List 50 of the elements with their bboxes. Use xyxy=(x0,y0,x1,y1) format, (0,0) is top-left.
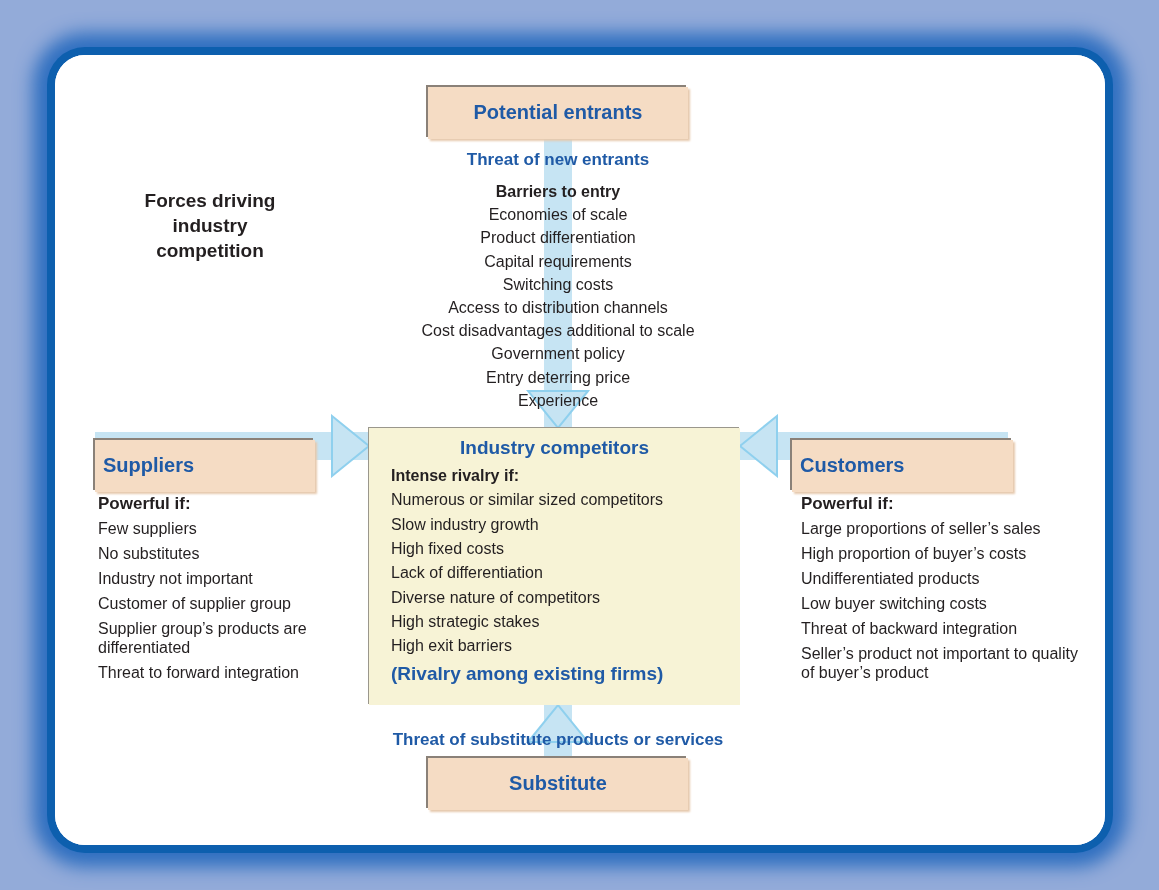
list-item: Numerous or similar sized competitors xyxy=(391,490,664,510)
list-item: Slow industry growth xyxy=(391,514,539,534)
edge-label: Threat of new entrants xyxy=(466,150,650,170)
list-item: Economies of scale xyxy=(488,205,628,225)
box-heading: Industry competitors xyxy=(459,438,650,457)
list-item: Large proportions of seller’s sales xyxy=(801,519,1042,538)
block-arrow xyxy=(739,415,1008,477)
list-heading: Powerful if: xyxy=(801,494,895,513)
list-item: Supplier group’s products are differentiated xyxy=(98,619,308,657)
list-item: Low buyer switching costs xyxy=(801,594,988,613)
force-box xyxy=(95,440,315,492)
list-heading: Powerful if: xyxy=(98,494,192,513)
list-heading: Intense rivalry if: xyxy=(391,466,520,485)
list-item: Undifferentiated products xyxy=(801,569,981,588)
competitors-panel xyxy=(369,428,740,705)
list-item: Diverse nature of competitors xyxy=(391,587,600,607)
force-box xyxy=(428,87,688,139)
box-heading: Potential entrants xyxy=(472,103,644,122)
box-footer: (Rivalry among existing firms) xyxy=(391,664,664,684)
list-item: High exit barriers xyxy=(391,636,512,656)
box-heading: Substitute xyxy=(508,774,608,793)
list-item: Industry not important xyxy=(98,569,254,588)
list-item: Access to distribution channels xyxy=(448,298,668,317)
force-box xyxy=(792,440,1013,492)
list-item: Capital requirements xyxy=(484,251,632,271)
diagram-title: Forces driving industry competition xyxy=(143,189,277,263)
block-arrow xyxy=(527,704,589,758)
list-item: High proportion of buyer’s costs xyxy=(801,544,1028,563)
list-item: Lack of differentiation xyxy=(391,563,543,583)
list-heading: Barriers to entry xyxy=(495,182,621,201)
list-item: Switching costs xyxy=(502,274,614,294)
box-heading: Customers xyxy=(800,456,905,475)
block-arrow xyxy=(527,139,589,429)
edge-label: Threat of substitute products or services xyxy=(392,730,724,750)
list-item: Government policy xyxy=(491,344,625,364)
force-box xyxy=(428,758,688,810)
list-item: No substitutes xyxy=(98,544,201,563)
list-item: Few suppliers xyxy=(98,519,198,538)
list-item: Seller’s product not important to quality of buyer’s product xyxy=(801,644,1079,682)
list-item: Threat of backward integration xyxy=(801,619,1019,638)
list-item: Entry deterring price xyxy=(485,367,631,387)
list-item: Cost disadvantages additional to scale xyxy=(421,321,695,341)
list-item: Experience xyxy=(518,390,598,410)
list-item: Product differentiation xyxy=(480,228,636,248)
list-item: Threat to forward integration xyxy=(98,663,300,682)
list-item: High strategic stakes xyxy=(391,611,540,631)
block-arrow xyxy=(95,415,370,477)
box-heading: Suppliers xyxy=(103,456,195,475)
list-item: Customer of supplier group xyxy=(98,594,292,613)
list-item: High fixed costs xyxy=(391,538,504,558)
